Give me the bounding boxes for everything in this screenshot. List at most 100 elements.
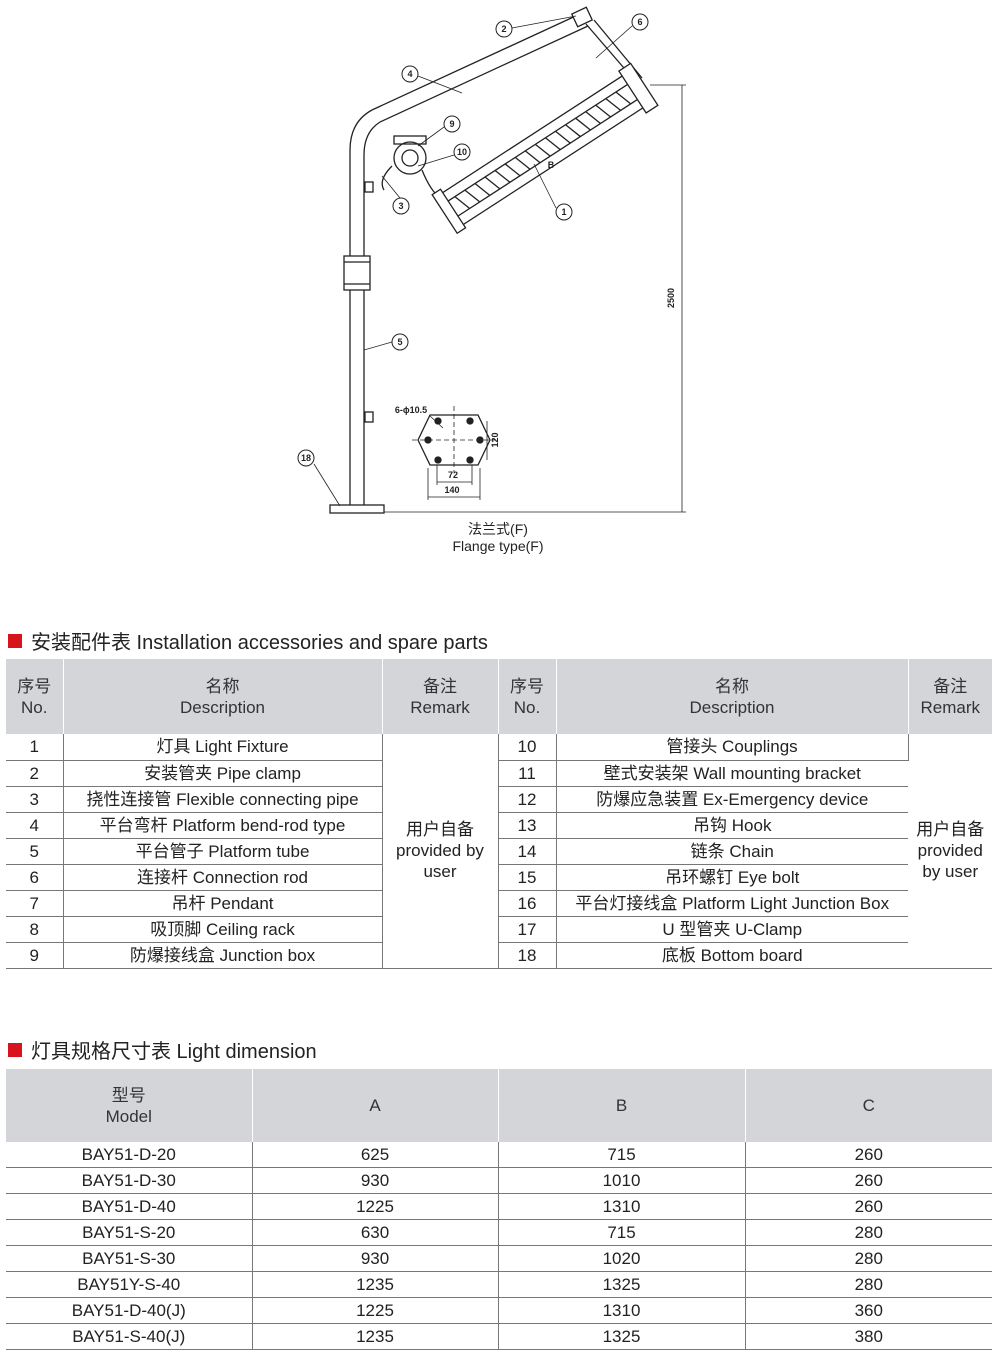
- item-no: 3: [6, 786, 64, 813]
- item-no: 13: [497, 812, 557, 839]
- item-description: 连接杆 Connection rod: [63, 864, 383, 891]
- remark-text: by user: [922, 862, 979, 882]
- item-no: 9: [6, 942, 64, 969]
- flange-hole-label: 6-ϕ10.5: [395, 405, 427, 415]
- cell-a: 930: [252, 1167, 499, 1194]
- cell-model: BAY51-D-30: [6, 1167, 253, 1194]
- flange-dim-height: 120: [490, 432, 500, 447]
- cell-c: 260: [745, 1193, 992, 1220]
- item-description: 吊环螺钉 Eye bolt: [556, 864, 908, 891]
- item-no: 11: [497, 760, 557, 787]
- item-description: 吸顶脚 Ceiling rack: [63, 916, 383, 943]
- item-description: 安装管夹 Pipe clamp: [63, 760, 383, 787]
- cell-a: 1225: [252, 1297, 499, 1324]
- cell-b: 1020: [498, 1245, 746, 1272]
- remark-text: provided: [917, 841, 983, 861]
- callout-9: 9: [449, 119, 454, 129]
- installation-drawing: 2 6 4 9 10 3 1 5 18 B 2500 6-ϕ10.5 72 14…: [297, 6, 686, 514]
- item-no: 10: [497, 734, 557, 761]
- remark-text: 用户自备: [916, 820, 985, 840]
- cell-model: BAY51-D-20: [6, 1142, 253, 1168]
- platform-tube: [349, 109, 373, 505]
- flange-dim-width: 140: [444, 485, 459, 495]
- item-description: 防爆应急装置 Ex-Emergency device: [556, 786, 908, 813]
- cell-c: 280: [745, 1219, 992, 1246]
- header-b: B: [497, 1069, 745, 1142]
- item-description: 吊钩 Hook: [556, 812, 908, 839]
- cell-b: 1310: [498, 1193, 746, 1220]
- cell-c: 380: [745, 1323, 992, 1350]
- callout-2: 2: [501, 24, 506, 34]
- flange-dim-inner: 72: [448, 470, 458, 480]
- cell-c: 260: [745, 1167, 992, 1194]
- item-description: 灯具 Light Fixture: [63, 734, 383, 761]
- red-square-icon: [8, 1042, 22, 1057]
- item-description: 平台弯杆 Platform bend-rod type: [63, 812, 383, 839]
- item-no: 14: [497, 838, 557, 865]
- cell-a: 625: [252, 1142, 499, 1168]
- item-description: 吊杆 Pendant: [63, 890, 383, 917]
- cell-model: BAY51-D-40: [6, 1193, 253, 1220]
- dimension-b-label: B: [548, 160, 555, 170]
- item-no: 7: [6, 890, 64, 917]
- callout-3: 3: [398, 201, 403, 211]
- item-description: 壁式安装架 Wall mounting bracket: [556, 760, 908, 787]
- item-no: 17: [497, 916, 557, 943]
- dimension-title: 灯具规格尺寸表 Light dimension: [31, 1041, 317, 1063]
- item-no: 18: [497, 942, 557, 969]
- remark-text: 用户自备: [406, 820, 474, 840]
- cell-b: 1325: [498, 1271, 746, 1298]
- item-description: 防爆接线盒 Junction box: [63, 942, 383, 969]
- item-description: 平台管子 Platform tube: [63, 838, 383, 865]
- junction-box: [393, 141, 427, 175]
- header-a: A: [251, 1069, 498, 1142]
- callout-5: 5: [397, 337, 402, 347]
- item-no: 1: [6, 734, 64, 761]
- header-c: C: [744, 1069, 992, 1142]
- cell-model: BAY51Y-S-40: [6, 1271, 253, 1298]
- item-no: 16: [497, 890, 557, 917]
- item-description: 挠性连接管 Flexible connecting pipe: [63, 786, 383, 813]
- item-description: U 型管夹 U-Clamp: [556, 916, 908, 943]
- dimension-section-title: 灯具规格尺寸表 Light dimension: [8, 1035, 317, 1064]
- cell-model: BAY51-S-20: [6, 1219, 253, 1246]
- accessories-section-title: 安装配件表 Installation accessories and spare…: [8, 626, 488, 655]
- item-description: 链条 Chain: [556, 838, 908, 865]
- platform-bend-rod: [371, 13, 581, 111]
- cell-c: 280: [745, 1271, 992, 1298]
- cell-a: 1235: [252, 1271, 499, 1298]
- item-no: 12: [497, 786, 557, 813]
- cell-model: BAY51-S-40(J): [6, 1323, 253, 1350]
- drawing-caption-cn: 法兰式(F): [468, 521, 528, 537]
- cell-model: BAY51-D-40(J): [6, 1297, 253, 1324]
- cell-b: 1310: [498, 1297, 746, 1324]
- item-description: 管接头 Couplings: [556, 734, 909, 761]
- remark-text: provided by: [396, 841, 484, 861]
- cell-a: 630: [252, 1219, 499, 1246]
- callout-10: 10: [457, 147, 467, 157]
- item-no: 4: [6, 812, 64, 839]
- cell-b: 715: [498, 1142, 746, 1168]
- drawing-caption-en: Flange type(F): [452, 538, 544, 554]
- cell-b: 1010: [498, 1167, 746, 1194]
